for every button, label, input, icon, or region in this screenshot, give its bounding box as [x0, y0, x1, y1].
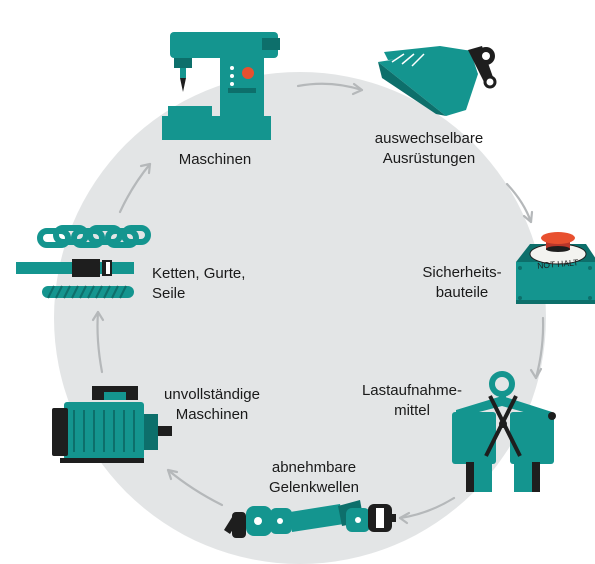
cardan-shaft-icon	[224, 500, 396, 538]
label-line-2: mittel	[394, 402, 430, 419]
label-line-1: auswechselbare	[374, 130, 484, 147]
label-abnehmbare-gelenkwellen: abnehmbare Gelenkwellen	[254, 458, 374, 498]
chain-belt-rope-icon	[16, 225, 151, 299]
label-auswechselbare-ausruestungen: auswechselbare Ausrüstungen	[364, 129, 494, 169]
label-line-1: Sicherheits-	[422, 264, 502, 281]
drill-press-icon	[162, 32, 280, 140]
label-line-2: Maschinen	[175, 406, 249, 423]
cycle-arrows	[91, 82, 545, 525]
arrow-shafts-to-motor	[166, 468, 224, 507]
label-line-2: bauteile	[435, 284, 489, 301]
not-halt-sticker: NOT HALT	[537, 257, 579, 271]
label-sicherheitsbauteile: Sicherheits- bauteile	[410, 263, 514, 303]
label-line-2: Seile	[152, 285, 186, 302]
excavator-bucket-icon	[378, 46, 497, 116]
label-unvollstaendige-maschinen: unvollständige Maschinen	[148, 385, 276, 425]
label-maschinen: Maschinen	[160, 150, 270, 170]
arrow-equipment-to-safety	[505, 182, 534, 224]
label-lastaufnahmemittel: Lastaufnahme- mittel	[352, 381, 472, 421]
arrow-chains-to-machines	[118, 162, 152, 214]
arrow-machines-to-equipment	[296, 82, 364, 96]
label-maschinen-line-1: Maschinen	[178, 151, 252, 168]
label-line-1: unvollständige	[164, 386, 260, 403]
arrow-safety-to-lifting	[529, 316, 545, 380]
label-ketten-gurte-seile: Ketten, Gurte, Seile	[152, 264, 282, 304]
label-line-1: Lastaufnahme-	[361, 382, 463, 399]
label-line-1: Ketten, Gurte,	[152, 265, 246, 282]
electric-motor-icon	[52, 386, 172, 463]
label-line-1: abnehmbare	[271, 459, 357, 476]
arrow-lifting-to-shafts	[398, 496, 456, 525]
label-line-2: Gelenkwellen	[268, 479, 360, 496]
lifting-clamp-icon	[452, 371, 556, 492]
emergency-stop-icon: NOT HALT	[516, 232, 595, 304]
label-line-2: Ausrüstungen	[382, 150, 476, 167]
background-circle	[54, 72, 546, 564]
arrow-motor-to-chains	[91, 310, 105, 374]
